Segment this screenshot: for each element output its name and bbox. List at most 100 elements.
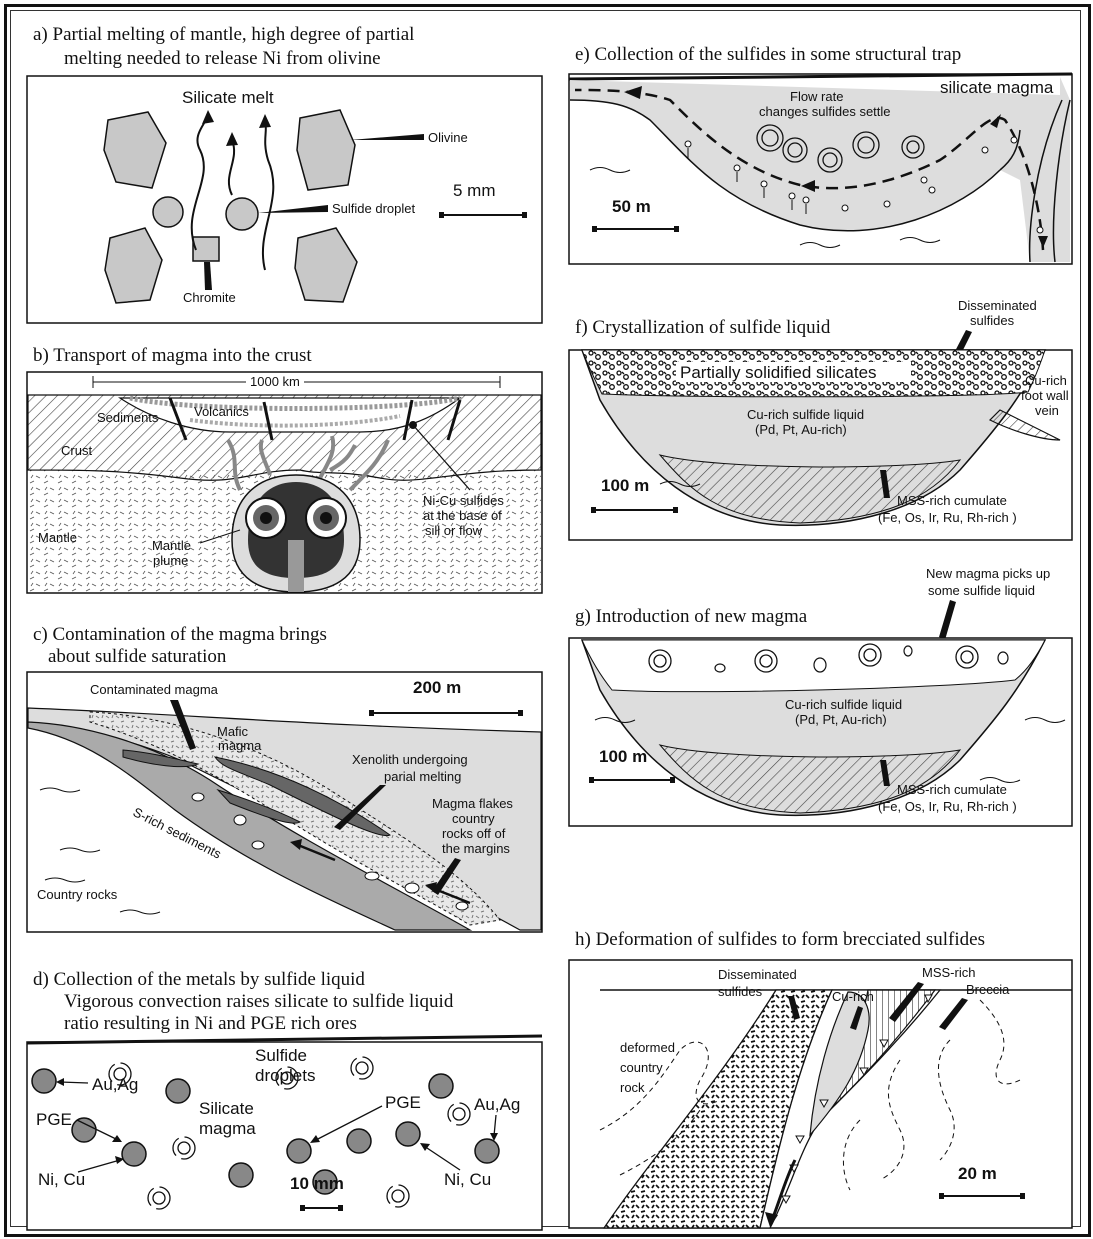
scale-20m-label: 20 m: [958, 1164, 997, 1183]
scale-bar-end: [670, 777, 675, 783]
deformed-label-2: country: [620, 1060, 663, 1075]
scale-100m-label: 100 m: [599, 747, 647, 766]
olivine-label: Olivine: [428, 130, 468, 145]
convection-cell: [320, 512, 332, 524]
scale-bar-end: [522, 212, 527, 218]
sulfide-droplet: [287, 1139, 311, 1163]
silicate-label-2: magma: [199, 1119, 256, 1138]
sulfide-label-1: Sulfide: [255, 1046, 307, 1065]
plume-tail: [288, 540, 304, 592]
rock-flake: [405, 883, 419, 893]
panel-g-caption: g) Introduction of new magma: [575, 606, 808, 627]
cu-liquid-label-1: Cu-rich sulfide liquid: [747, 407, 864, 422]
cu-vein-label-1: Cu-rich: [1025, 373, 1067, 388]
disseminated-label-2: sulfides: [970, 313, 1015, 328]
auag-label: Au,Ag: [92, 1075, 138, 1094]
sulfide-droplet: [229, 1163, 253, 1187]
panel-b-caption: b) Transport of magma into the crust: [33, 345, 312, 366]
rock-flake: [192, 793, 204, 801]
scale-100m-label: 100 m: [601, 476, 649, 495]
disseminated-label-2: sulfides: [718, 984, 763, 999]
scale-bar-end: [674, 226, 679, 232]
panel-h-caption: h) Deformation of sulfides to form brecc…: [575, 929, 985, 950]
scale-1000km-label: 1000 km: [250, 374, 300, 389]
panel-d-caption-1: d) Collection of the metals by sulfide l…: [33, 969, 365, 990]
rock-flake: [252, 841, 264, 849]
scale-50m-label: 50 m: [612, 197, 651, 216]
nicu-label-3: sill or flow: [425, 523, 483, 538]
silicate-melt-label: Silicate melt: [182, 88, 274, 107]
deformed-label-1: deformed: [620, 1040, 675, 1055]
auag-label-2: Au,Ag: [474, 1095, 520, 1114]
sulfide-droplet: [72, 1118, 96, 1142]
sulfide-droplet: [347, 1129, 371, 1153]
nicu-label-1: Ni, Cu: [38, 1170, 85, 1189]
rock-flake: [234, 815, 246, 825]
sulfide-droplet: [122, 1142, 146, 1166]
sediments-label: Sediments: [97, 410, 159, 425]
scale-bar-end: [369, 710, 374, 716]
scale-10mm-label: 10 mm: [290, 1174, 344, 1193]
sulfide-droplet: [475, 1139, 499, 1163]
new-magma-label-1: New magma picks up: [926, 566, 1050, 581]
scale-bar-end: [439, 212, 444, 218]
panel-a-caption-1: a) Partial melting of mantle, high degre…: [33, 24, 414, 45]
cu-liquid-label-1: Cu-rich sulfide liquid: [785, 697, 902, 712]
flakes-label-2: country: [452, 811, 495, 826]
panel-e-caption: e) Collection of the sulfides in some st…: [575, 44, 961, 65]
mantle-label: Mantle: [38, 530, 77, 545]
flakes-label-1: Magma flakes: [432, 796, 513, 811]
sulfide-droplet: [153, 197, 183, 227]
chromite-grain: [193, 237, 219, 261]
panel-c-caption-2: about sulfide saturation: [48, 646, 227, 667]
leader-wedge: [939, 600, 956, 640]
crust-label: Crust: [61, 443, 92, 458]
partially-solidified-label: Partially solidified silicates: [680, 363, 877, 382]
nicu-label-2: at the base of: [423, 508, 502, 523]
deformed-label-3: rock: [620, 1080, 645, 1095]
panel-c: c) Contamination of the magma brings abo…: [27, 624, 542, 932]
scale-200m-label: 200 m: [413, 678, 461, 697]
sulfide-label-2: droplets: [255, 1066, 315, 1085]
xenolith-label-1: Xenolith undergoing: [352, 752, 468, 767]
scale-bar-end: [591, 507, 596, 513]
sulfide-droplet: [166, 1079, 190, 1103]
convection-cell: [260, 512, 272, 524]
mss-rich-label: MSS-rich: [922, 965, 975, 980]
disseminated-label-1: Disseminated: [958, 298, 1037, 313]
scale-bar-end: [518, 710, 523, 716]
scale-bar-end: [673, 507, 678, 513]
panel-c-caption-1: c) Contamination of the magma brings: [33, 624, 327, 645]
panel-b: b) Transport of magma into the crust 100…: [27, 345, 542, 593]
mss-label-2: (Fe, Os, Ir, Ru, Rh-rich ): [878, 799, 1017, 814]
panel-f: f) Crystallization of sulfide liquid Dis…: [569, 298, 1072, 540]
xenolith-label-2: parial melting: [384, 769, 461, 784]
flakes-label-4: the margins: [442, 841, 510, 856]
mafic-label-1: Mafic: [217, 724, 249, 739]
rock-flake: [365, 872, 379, 880]
panel-a-caption-2: melting needed to release Ni from olivin…: [64, 48, 381, 69]
sulfide-droplet: [429, 1074, 453, 1098]
silicate-magma-label: silicate magma: [940, 78, 1054, 97]
volcanics-label: Volcanics: [194, 404, 249, 419]
panel-f-caption: f) Crystallization of sulfide liquid: [575, 317, 831, 338]
new-magma-label-2: some sulfide liquid: [928, 583, 1035, 598]
scale-bar-end: [1020, 1193, 1025, 1199]
panel-d: d) Collection of the metals by sulfide l…: [27, 969, 542, 1230]
cu-liquid-label-2: (Pd, Pt, Au-rich): [795, 712, 887, 727]
scale-5mm-label: 5 mm: [453, 181, 496, 200]
panel-d-caption-3: ratio resulting in Ni and PGE rich ores: [64, 1013, 357, 1034]
sulfide-droplet: [396, 1122, 420, 1146]
country-rocks-label: Country rocks: [37, 887, 118, 902]
nicu-label-2: Ni, Cu: [444, 1170, 491, 1189]
pge-label-1: PGE: [385, 1093, 421, 1112]
breccia-label: Breccia: [966, 982, 1010, 997]
cu-liquid-label-2: (Pd, Pt, Au-rich): [755, 422, 847, 437]
pge-label-2: PGE: [36, 1110, 72, 1129]
disseminated-label-1: Disseminated: [718, 967, 797, 982]
panel-h: h) Deformation of sulfides to form brecc…: [569, 929, 1072, 1228]
panel-e: e) Collection of the sulfides in some st…: [569, 44, 1072, 264]
cu-vein-label-2: foot wall: [1021, 388, 1069, 403]
panel-a: a) Partial melting of mantle, high degre…: [27, 24, 542, 323]
